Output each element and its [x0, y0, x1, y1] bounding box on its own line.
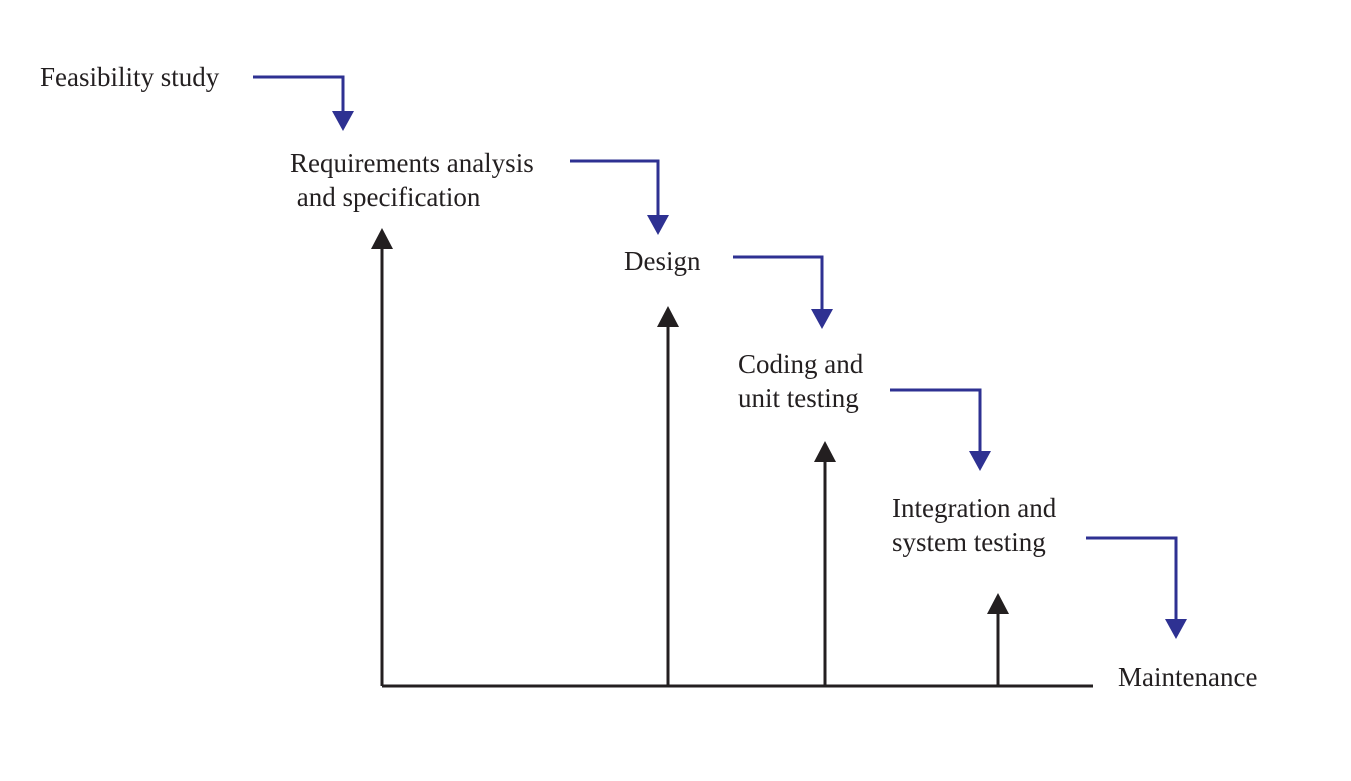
stage-label-line: Feasibility study: [40, 62, 220, 92]
arrow-integration-to-maintenance: [1086, 536, 1178, 620]
stage-coding-and-unit-testing: Coding and unit testing: [738, 347, 863, 415]
stage-feasibility-study: Feasibility study: [40, 60, 219, 94]
arrowhead-requirements-to-design: [647, 215, 669, 235]
stage-design: Design: [624, 244, 701, 278]
stage-label-line: Requirements analysis: [290, 148, 534, 178]
arrow-coding-to-integration: [890, 388, 982, 452]
stage-label-line: Integration and: [892, 493, 1057, 523]
arrowhead-design-to-coding: [811, 309, 833, 329]
stage-label-line: Maintenance: [1118, 662, 1258, 692]
arrowhead-integration-to-maintenance: [1165, 619, 1187, 639]
feedback-arrowhead-to-requirements: [371, 228, 393, 249]
arrowhead-coding-to-integration: [969, 451, 991, 471]
arrow-requirements-to-design: [570, 159, 660, 216]
stage-label-line: Design: [624, 246, 701, 276]
stage-requirements-analysis: Requirements analysis and specification: [290, 146, 534, 214]
feedback-arrowhead-to-coding: [814, 441, 836, 462]
stage-label-line: unit testing: [738, 383, 859, 413]
arrow-feasibility-to-requirements: [253, 75, 345, 112]
stage-maintenance: Maintenance: [1118, 660, 1257, 694]
feedback-arrowhead-to-design: [657, 306, 679, 327]
stage-label-line: Coding and: [738, 349, 864, 379]
feedback-arrows: [371, 228, 1093, 688]
feedback-arrowhead-to-integration: [987, 593, 1009, 614]
stage-integration-and-system-testing: Integration and system testing: [892, 491, 1056, 559]
arrow-design-to-coding: [733, 255, 824, 310]
forward-arrows: [253, 75, 1187, 639]
stage-label-line: system testing: [892, 527, 1046, 557]
arrowhead-feasibility-to-requirements: [332, 111, 354, 131]
stage-label-line: and specification: [290, 182, 481, 212]
